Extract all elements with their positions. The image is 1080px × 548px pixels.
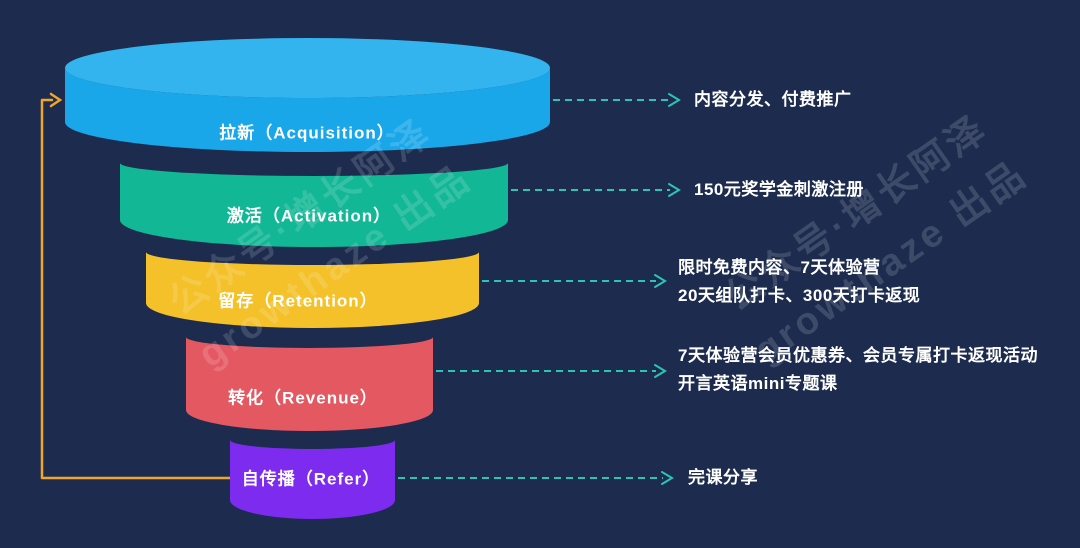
annotation-line: 完课分享 [688, 468, 758, 487]
layer-refer-label: 自传播（Refer） [241, 469, 381, 489]
annotation-revenue: 7天体验营会员优惠券、会员专属打卡返现活动 开言英语mini专题课 [678, 342, 1038, 398]
annotation-activation: 150元奖学金刺激注册 [694, 176, 864, 204]
refer-loop-line [40, 98, 232, 480]
annotation-line: 150元奖学金刺激注册 [694, 180, 864, 199]
annotation-line: 7天体验营会员优惠券、会员专属打卡返现活动 [678, 346, 1038, 365]
annotation-line: 内容分发、付费推广 [694, 90, 852, 109]
annotation-arrowhead-activation-icon [668, 183, 681, 197]
annotation-arrowhead-acquisition-icon [668, 93, 681, 107]
annotation-line: 限时免费内容、7天体验营 [678, 258, 881, 277]
annotation-arrowhead-retention-icon [654, 274, 667, 288]
layer-retention-label: 留存（Retention） [218, 291, 378, 311]
layer-revenue-label: 转化（Revenue） [228, 388, 378, 408]
layer-acquisition-body [65, 68, 550, 153]
layer-revenue-body [186, 337, 433, 431]
layer-activation-label: 激活（Activation） [226, 206, 392, 226]
annotation-line: 开言英语mini专题课 [678, 374, 838, 393]
layer-acquisition-top [65, 38, 550, 98]
layer-activation-body [120, 163, 508, 247]
layer-acquisition-label: 拉新（Acquisition） [219, 123, 395, 143]
layer-refer-body [230, 440, 395, 519]
annotation-arrowhead-revenue-icon [654, 364, 667, 378]
annotation-arrowhead-refer-icon [661, 471, 674, 485]
annotation-refer: 完课分享 [688, 464, 758, 492]
annotation-acquisition: 内容分发、付费推广 [694, 86, 852, 114]
annotation-retention: 限时免费内容、7天体验营 20天组队打卡、300天打卡返现 [678, 254, 920, 310]
annotation-line: 20天组队打卡、300天打卡返现 [678, 286, 921, 305]
layer-retention-body [146, 252, 479, 328]
refer-loop-arrowhead-icon [49, 92, 63, 108]
